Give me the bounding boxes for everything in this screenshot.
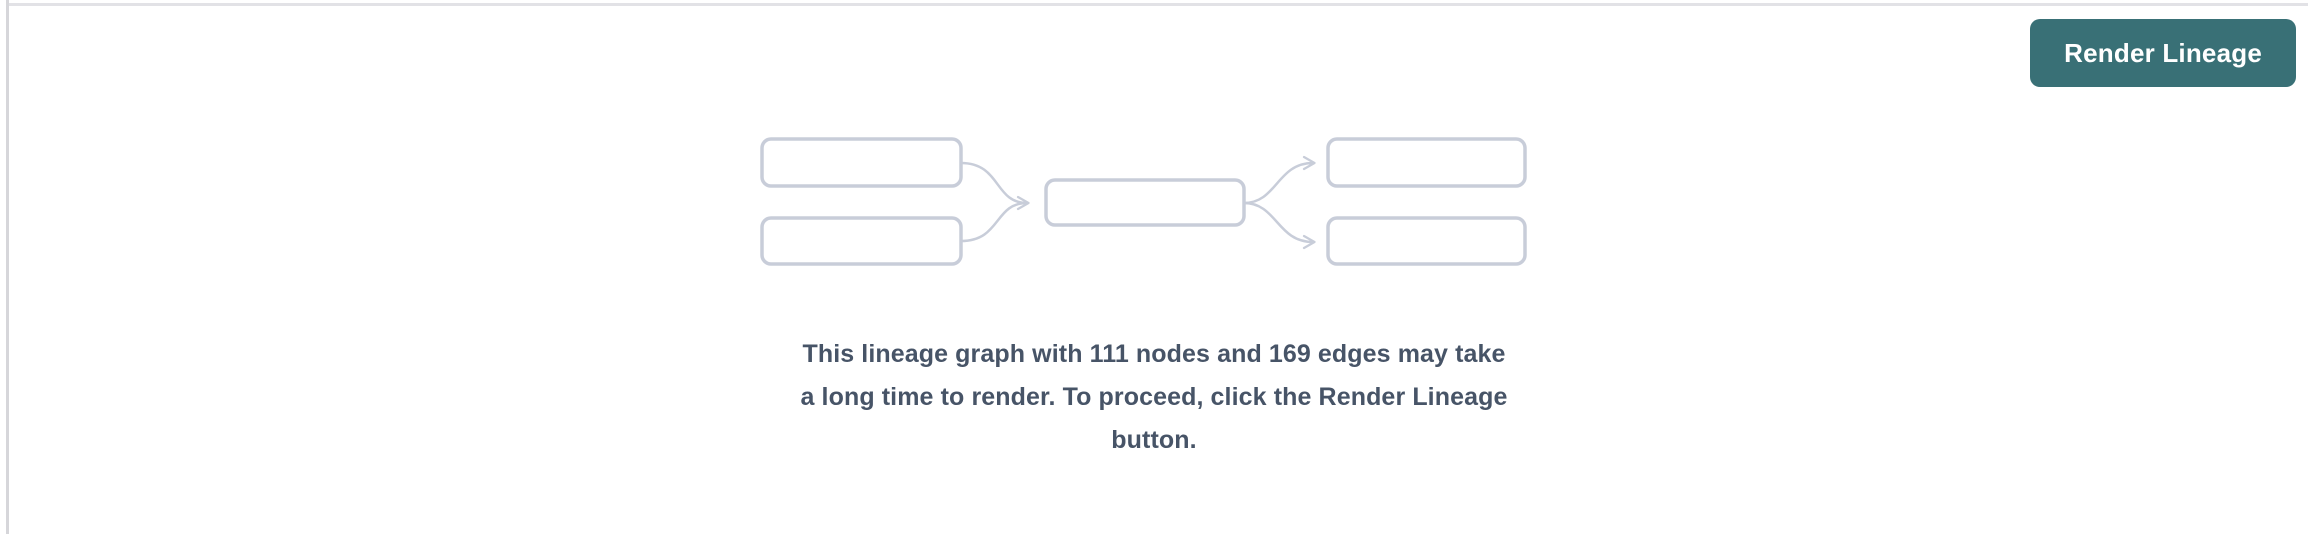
node-right-bottom xyxy=(1326,216,1527,266)
node-right-top xyxy=(1326,137,1527,188)
pane-left-border xyxy=(6,0,9,534)
node-left-top xyxy=(760,137,963,188)
lineage-graph-placeholder-icon xyxy=(760,137,1527,266)
edge-right-top xyxy=(1243,155,1316,205)
lineage-warning-message: This lineage graph with 111 nodes and 16… xyxy=(801,333,1508,462)
render-lineage-button[interactable]: Render Lineage xyxy=(2030,19,2296,87)
lineage-empty-state: This lineage graph with 111 nodes and 16… xyxy=(0,136,2308,462)
node-left-bottom xyxy=(760,216,963,266)
edge-right-bottom xyxy=(1243,201,1316,250)
lineage-warning-line-1: This lineage graph with 111 nodes and 16… xyxy=(802,340,1506,368)
edge-left-bottom xyxy=(960,201,1028,243)
edge-left-top xyxy=(960,161,1030,211)
lineage-warning-line-3: button. xyxy=(1111,426,1197,454)
pane-top-border xyxy=(9,3,2308,6)
node-center xyxy=(1044,178,1246,227)
lineage-warning-line-2: a long time to render. To proceed, click… xyxy=(800,383,1508,411)
